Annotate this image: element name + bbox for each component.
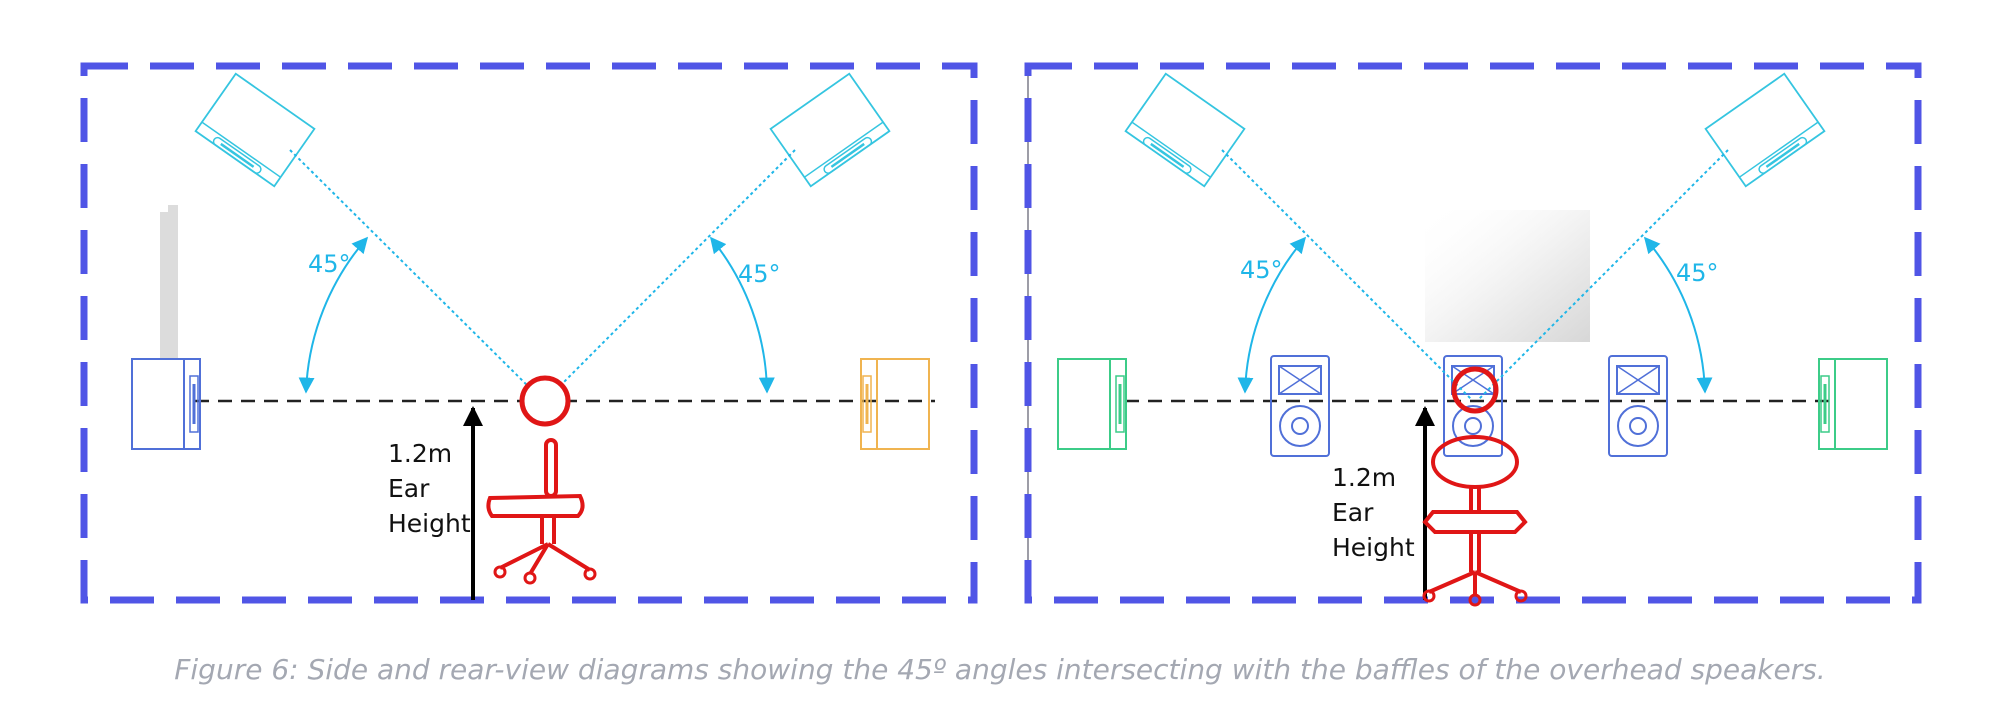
rear-view-right-surround-speaker [1817, 357, 1889, 451]
rear-view-listener-chair [1422, 435, 1528, 607]
rear-view-right-front-speaker [1608, 355, 1668, 457]
rear-view-diagram: 45° 45° 1.2m Ear Height [1024, 62, 1922, 607]
rear-view-listener-head [1451, 366, 1499, 414]
rear-view-angle-line-left [1221, 149, 1473, 401]
side-view-angle-line-right [547, 149, 796, 399]
side-view-overhead-speaker-left [194, 72, 316, 188]
side-view-listener-chair [486, 438, 597, 585]
rear-view-room-border [1024, 62, 1922, 604]
rear-view-overhead-speaker-left [1124, 72, 1246, 188]
side-view-angle-line-left [289, 149, 541, 399]
rear-view-angle-line-right [1477, 149, 1729, 401]
rear-view-left-surround-speaker [1056, 357, 1128, 451]
side-view-angle-label-right: 45° [738, 260, 781, 288]
rear-view-ear-height-label: 1.2m Ear Height [1332, 463, 1415, 562]
figure-caption: Figure 6: Side and rear-view diagrams sh… [174, 653, 1826, 686]
side-view-diagram: 45° 45° 1.2m Ear Height [80, 62, 978, 604]
rear-view-angle-label-left: 45° [1240, 256, 1283, 284]
side-view-angle-arc-right [709, 236, 775, 394]
side-view-overhead-speaker-right [769, 72, 891, 188]
rear-view-overhead-speaker-right [1704, 72, 1826, 188]
side-view-front-speaker [130, 357, 202, 451]
rear-view-left-front-speaker [1270, 355, 1330, 457]
side-view-listener-head [519, 375, 571, 427]
rear-view-angle-arc-right [1643, 236, 1713, 394]
side-view-wall-panel [160, 212, 178, 360]
side-view-ear-height-label: 1.2m Ear Height [388, 439, 471, 538]
side-view-angle-arc-left [298, 236, 369, 394]
rear-view-angle-arc-left [1237, 236, 1307, 394]
rear-view-angle-label-right: 45° [1676, 259, 1719, 287]
side-view-rear-speaker [859, 357, 931, 451]
side-view-room-border [80, 62, 978, 604]
side-view-angle-label-left: 45° [308, 250, 351, 278]
rear-view-wall-panel [1425, 210, 1590, 342]
